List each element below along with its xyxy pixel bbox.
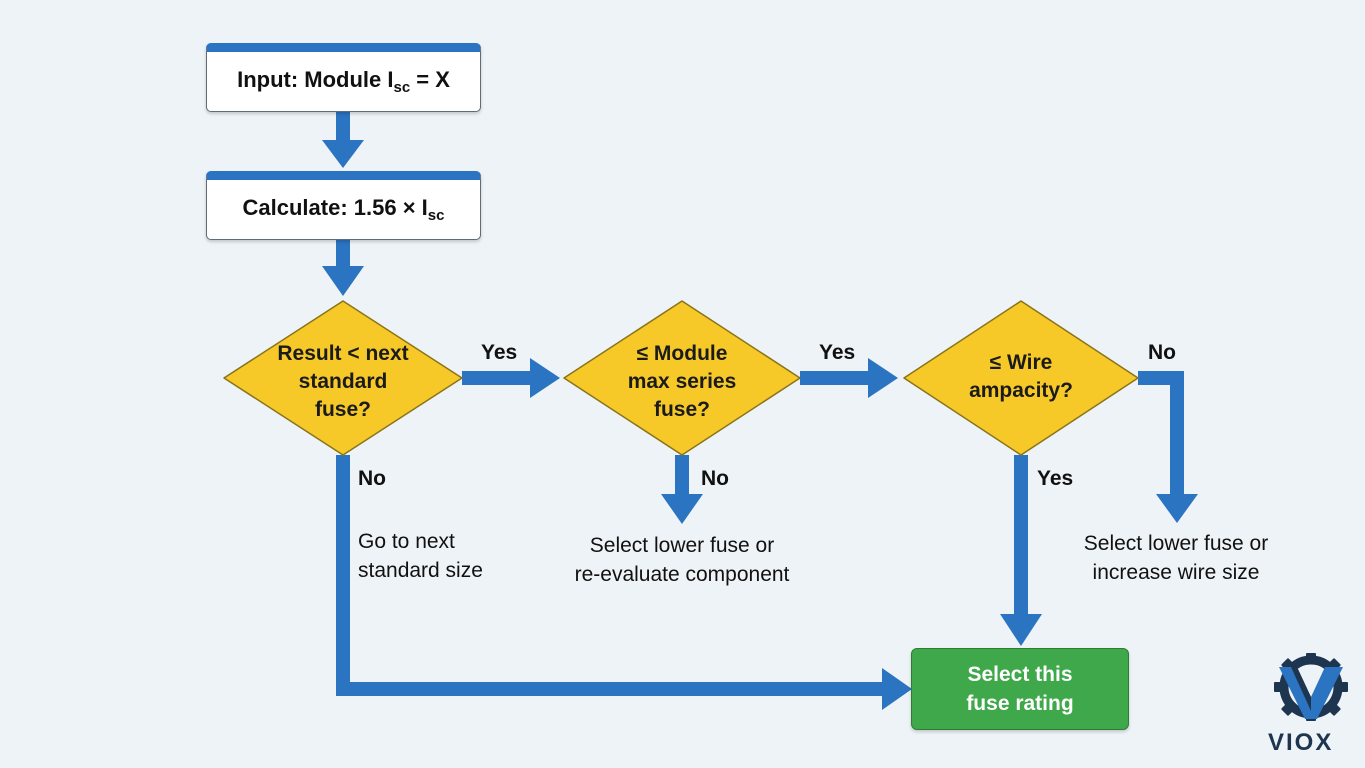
result-yes-label: Yes [481, 341, 518, 364]
calculate-label: Calculate: 1.56 × Isc [242, 195, 445, 224]
final-box: Select this fuse rating [911, 648, 1129, 730]
arrow-input-to-calculate-head [322, 140, 364, 168]
decision-diamonds [223, 300, 1139, 456]
module-fail-note: Select lower fuse or re-evaluate compone… [574, 534, 790, 586]
wire-fail-note: Select lower fuse or increase wire size [1083, 532, 1269, 584]
decision-result-diamond [223, 300, 463, 456]
arrow-module-yes-head [868, 358, 898, 398]
arrow-module-no-shaft [675, 455, 689, 497]
arrow-module-yes-shaft [800, 371, 872, 385]
wire-yes-label: Yes [1037, 467, 1074, 490]
arrow-calculate-to-decision [336, 240, 350, 270]
input-box: Input: Module Isc = X [206, 43, 481, 112]
viox-logo-icon [1274, 653, 1348, 721]
module-no-label: No [701, 467, 729, 490]
arrow-module-no-head [661, 494, 703, 524]
arrow-calculate-to-decision-head [322, 266, 364, 296]
decision-wire-diamond [903, 300, 1139, 456]
arrow-result-no-horizontal [336, 682, 886, 696]
decision-wire-text: ≤ Wire ampacity? [969, 351, 1073, 402]
decision-module-text: ≤ Module max series fuse? [627, 342, 737, 421]
input-label: Input: Module Isc = X [237, 67, 450, 96]
arrow-wire-yes-head [1000, 614, 1042, 646]
arrow-result-no-head [882, 668, 912, 710]
connectors [322, 111, 1198, 710]
calculate-box: Calculate: 1.56 × Isc [206, 171, 481, 240]
arrow-result-no-vertical [336, 455, 350, 696]
arrow-wire-yes-shaft [1014, 455, 1028, 617]
next-size-note: Go to next standard size [358, 530, 483, 582]
wire-no-label: No [1148, 341, 1176, 364]
arrow-result-yes-shaft [462, 371, 534, 385]
decision-module-diamond [563, 300, 801, 456]
arrow-input-to-calculate [336, 111, 350, 145]
module-yes-label: Yes [819, 341, 856, 364]
result-no-label: No [358, 467, 386, 490]
final-label: Select this fuse rating [966, 663, 1074, 715]
viox-logo-text: VIOX [1268, 729, 1334, 756]
arrow-wire-no-vertical [1170, 371, 1184, 497]
arrow-result-yes-head [530, 358, 560, 398]
decision-result-text: Result < next standard fuse? [277, 342, 409, 421]
arrow-wire-no-head [1156, 494, 1198, 523]
